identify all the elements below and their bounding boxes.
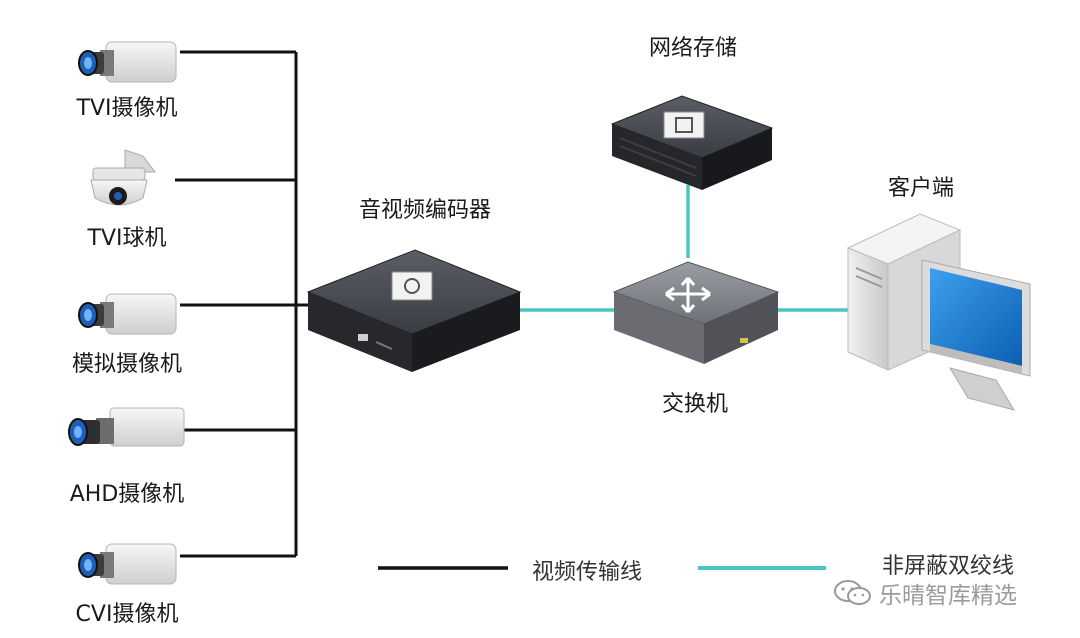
video-cable-lines	[175, 50, 315, 558]
storage-device	[610, 95, 774, 190]
legend-video-label: 视频传输线	[532, 560, 643, 585]
client-pc	[846, 213, 1031, 411]
switch-label: 交换机	[661, 392, 729, 417]
wechat-icon	[834, 580, 871, 605]
camera-cvi	[78, 543, 177, 585]
encoder-logo-icon	[391, 271, 433, 301]
watermark: 乐晴智库精选	[833, 576, 1017, 610]
camera-ahd	[68, 407, 185, 447]
box-camera-icon	[78, 41, 177, 83]
camera-label-cvi: CVI摄像机	[75, 602, 179, 627]
encoder-label: 音视频编码器	[358, 198, 492, 223]
camera-tvi	[78, 41, 177, 83]
storage-label: 网络存储	[648, 36, 738, 61]
switch-arrows-icon	[665, 277, 711, 313]
client-label: 客户端	[887, 176, 955, 201]
watermark-text: 乐晴智库精选	[879, 583, 1017, 609]
storage-logo-icon	[663, 111, 705, 139]
dome-camera-icon	[90, 149, 156, 206]
camera-analog	[78, 293, 177, 335]
camera-tvi-dome	[90, 149, 156, 206]
camera-label-tvi: TVI摄像机	[76, 96, 178, 121]
box-camera-icon	[78, 293, 177, 335]
switch-device	[612, 261, 780, 364]
legend-utp-label: 非屏蔽双绞线	[882, 554, 1015, 579]
camera-label-ahd: AHD摄像机	[69, 482, 185, 507]
encoder-device	[306, 249, 522, 372]
box-camera-icon	[68, 407, 185, 447]
monitor-icon	[921, 259, 1031, 411]
camera-label-analog: 模拟摄像机	[71, 352, 183, 377]
utp-cable-lines	[518, 185, 852, 312]
camera-label-tvi-dome: TVI球机	[87, 226, 167, 251]
box-camera-icon	[78, 543, 177, 585]
